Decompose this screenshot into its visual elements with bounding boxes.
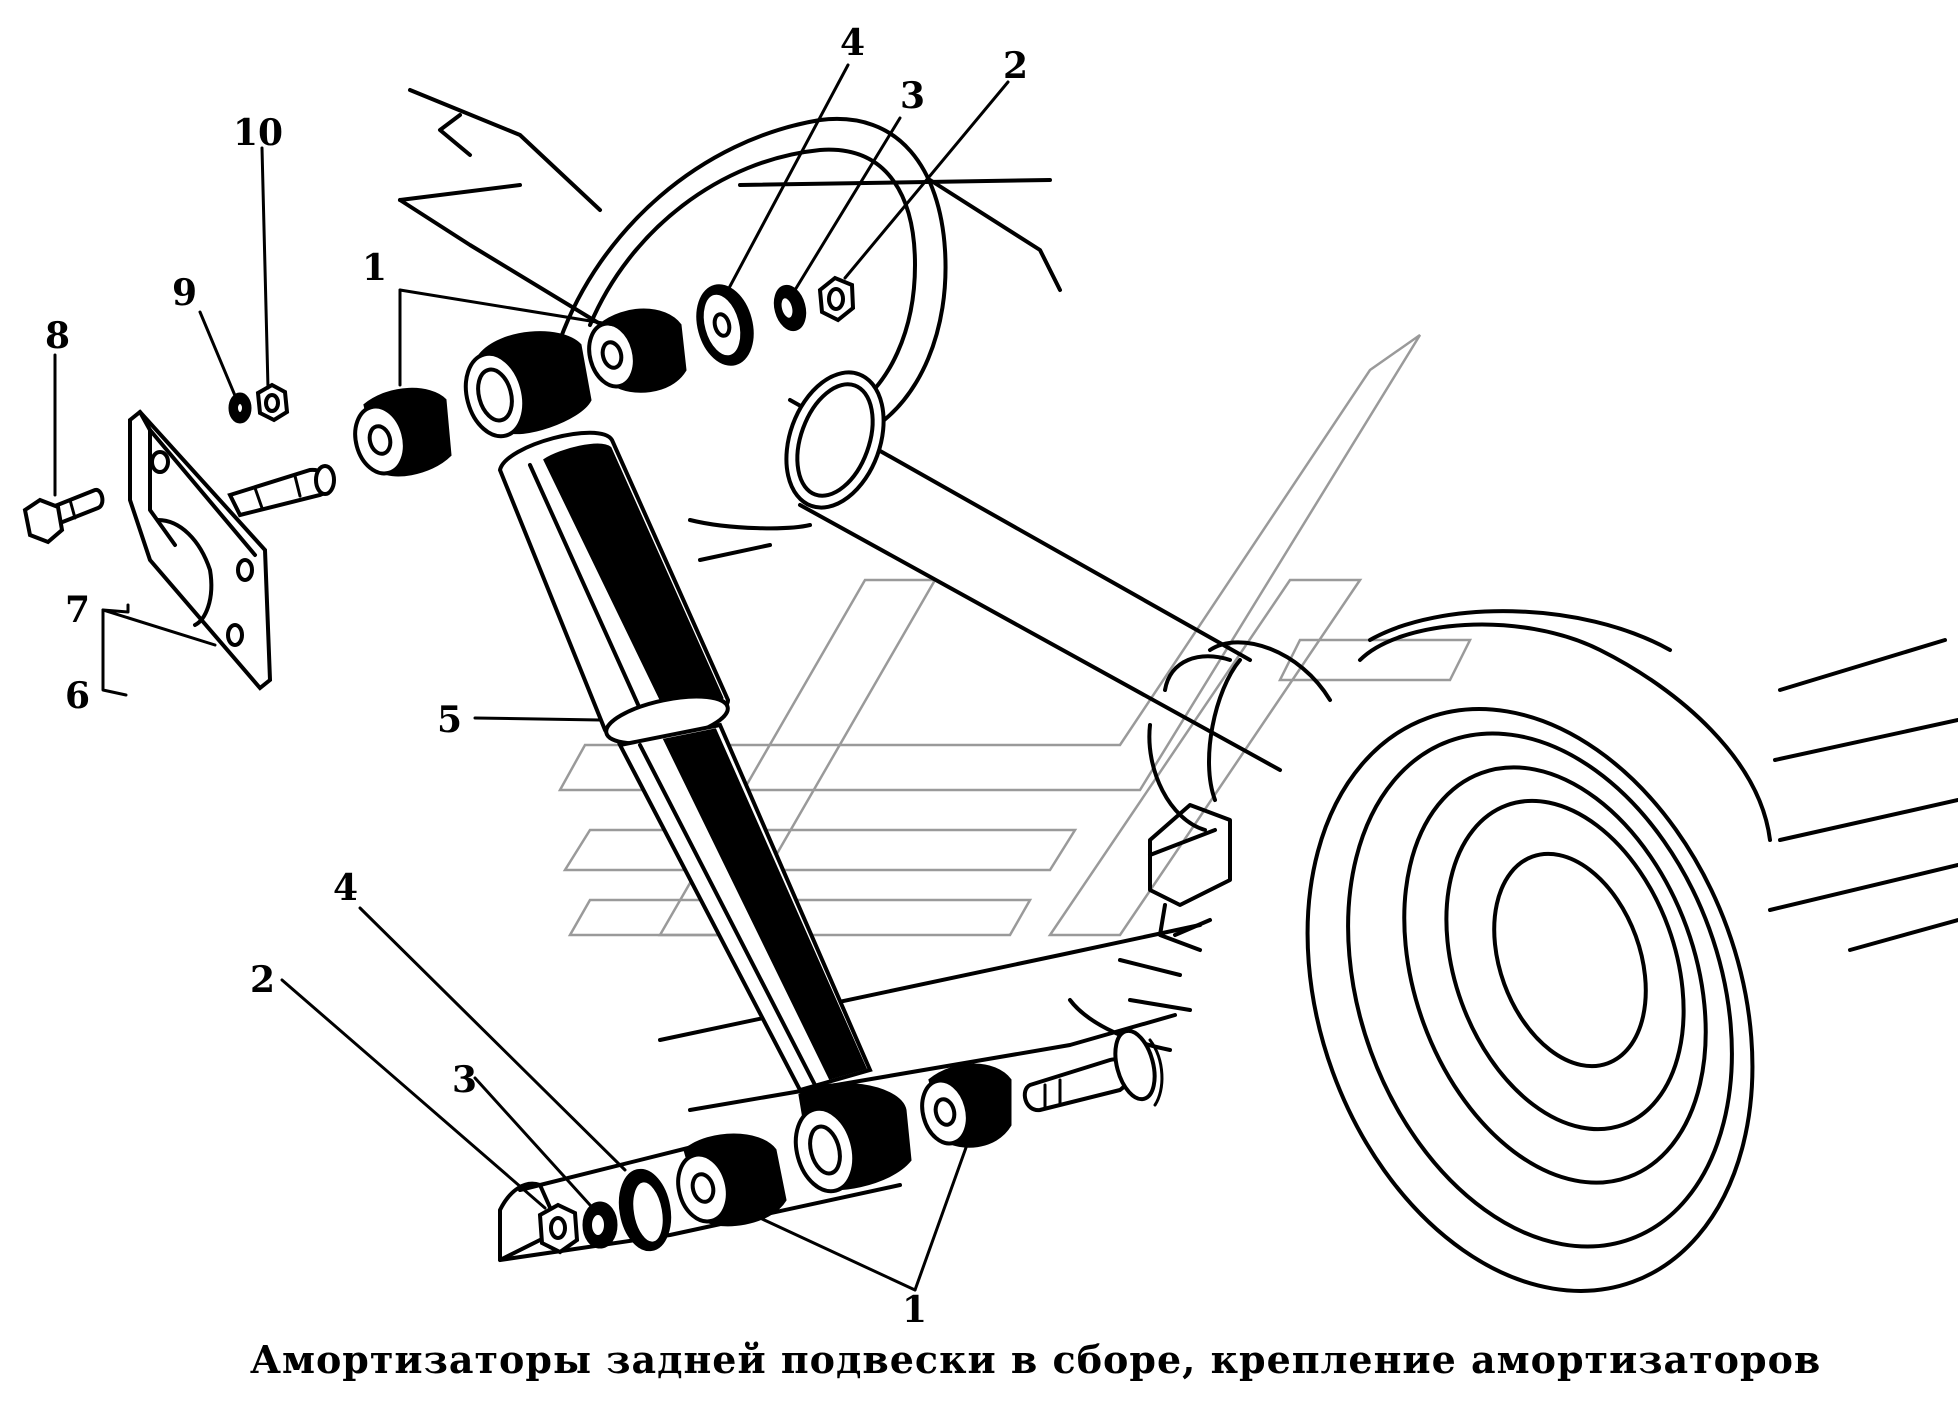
diagram-caption: Амортизаторы задней подвески в сборе, кр… [250, 1337, 1821, 1382]
callout-labels: 1 4 3 2 10 9 8 7 6 5 4 2 3 1 [45, 22, 1028, 1331]
shock-lower-eye [793, 1082, 912, 1194]
upper-washer [696, 284, 754, 366]
callout-2-lower: 2 [250, 959, 275, 1001]
lower-washer [618, 1168, 672, 1252]
brake-drum-outline [558, 116, 948, 562]
lower-mounting-pin [1022, 1028, 1164, 1113]
bracket-spring-washer [228, 392, 252, 424]
callout-7: 7 [65, 589, 90, 631]
lower-nut [537, 1202, 580, 1255]
wheel-hub [1305, 609, 1772, 1293]
upper-spring-washer [773, 284, 807, 332]
callout-3-lower: 3 [452, 1059, 477, 1101]
callout-5: 5 [437, 699, 462, 741]
callout-6: 6 [65, 675, 90, 717]
callout-1-upper: 1 [362, 247, 387, 289]
shock-absorber [463, 331, 912, 1194]
bracket-pin [227, 464, 336, 518]
callout-4-upper: 4 [840, 22, 865, 64]
lower-spring-washer [582, 1201, 618, 1249]
callout-8: 8 [45, 315, 70, 357]
upper-bracket [128, 409, 273, 691]
shock-outer-body [497, 430, 730, 746]
leader-lines [53, 63, 1010, 1292]
bracket-bolt [22, 487, 105, 545]
shock-upper-eye [463, 331, 592, 439]
bracket-nut [255, 382, 290, 423]
shock-inner-tube [616, 722, 873, 1093]
callout-1-lower: 1 [902, 1289, 927, 1331]
lower-bushing-right [920, 1063, 1012, 1148]
lower-bushing-left [676, 1133, 787, 1227]
callout-4-lower: 4 [333, 867, 358, 909]
callout-9: 9 [172, 272, 197, 314]
callout-2-upper: 2 [1003, 45, 1028, 87]
callout-10: 10 [233, 112, 283, 154]
watermark-logo [557, 333, 1473, 937]
callout-3-upper: 3 [900, 75, 925, 117]
upper-bushing-left [353, 387, 452, 477]
upper-nut [817, 275, 856, 323]
axle-housing [784, 370, 1332, 952]
